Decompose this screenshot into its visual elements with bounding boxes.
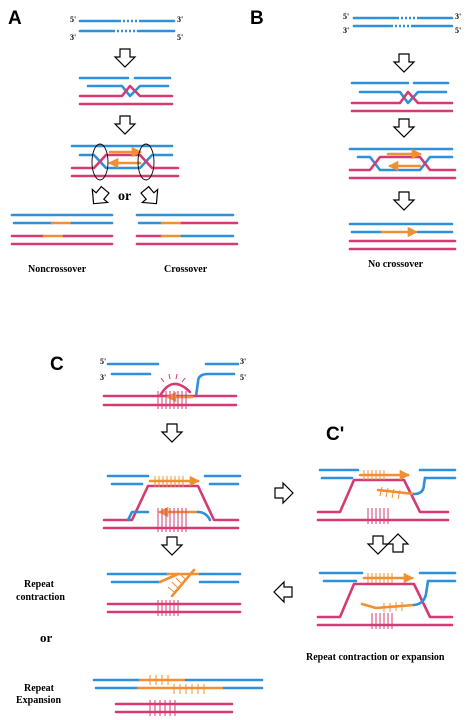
panel-b-label: B	[250, 8, 264, 29]
panel-c-3prime-right: 3'	[240, 357, 246, 366]
panel-a-3prime-bottom: 3'	[70, 33, 76, 42]
panel-b-no-crossover-label: No crossover	[368, 259, 424, 270]
panel-a-crossover-label: Crossover	[164, 264, 208, 275]
panel-c-step-arrow-2	[161, 536, 183, 556]
panel-c-prime-reinvasion	[316, 571, 457, 629]
panel-b-invasion	[350, 81, 454, 113]
panel-b-dsb: 5' 3' 3' 5'	[343, 12, 461, 35]
panel-b: B 5' 3' 3' 5'	[250, 8, 461, 270]
panel-a-double-holliday	[70, 143, 180, 181]
panel-c-prime-slippage	[316, 468, 457, 524]
panel-b-step-arrow-3	[393, 191, 415, 211]
panel-c-step-arrow-1	[161, 423, 183, 443]
panel-c-arrow-right	[274, 482, 294, 504]
panel-b-product	[348, 222, 457, 251]
panel-c-invasion: 5' 3' 3' 5'	[100, 357, 246, 409]
panel-a-label: A	[8, 8, 22, 29]
panel-a-arrow-left	[85, 182, 114, 211]
panel-b-5prime-bottom: 5'	[455, 26, 461, 35]
panel-c-expansion-product	[92, 675, 264, 716]
panel-b-extension	[348, 147, 457, 180]
panel-a-5prime-bottom: 5'	[177, 33, 183, 42]
panel-c-arrow-left	[273, 581, 293, 603]
panel-c-label: C	[50, 354, 64, 375]
panel-b-3prime-bottom: 3'	[343, 26, 349, 35]
panel-a-crossover-product	[135, 213, 239, 246]
panel-c-extension	[102, 474, 242, 532]
panel-c-repeat-expansion-line2: Expansion	[16, 695, 61, 706]
panel-a-noncrossover-product	[10, 213, 114, 246]
panel-c-prime-up-arrow	[387, 533, 409, 553]
panel-c: C 5' 3' 3' 5'	[16, 354, 294, 716]
panel-c-repeat-contraction-line1: Repeat	[24, 579, 55, 590]
panel-c-repeat-contraction-line2: contraction	[16, 592, 65, 603]
panel-a-dsb: 5' 3' 3' 5'	[70, 15, 183, 42]
panel-c-3prime-left: 3'	[100, 373, 106, 382]
panel-c-prime: C'	[306, 424, 457, 663]
panel-a-step-arrow-1	[114, 48, 136, 68]
panel-b-5prime-top: 5'	[343, 12, 349, 21]
panel-a-or: or	[118, 189, 131, 204]
panel-a-5prime-top: 5'	[70, 15, 76, 24]
panel-c-or: or	[40, 630, 53, 645]
panel-c-prime-down-arrow	[367, 535, 389, 555]
panel-c-contraction-product	[106, 568, 242, 616]
panel-a-step-arrow-2	[114, 115, 136, 135]
panel-b-step-arrow-2	[393, 118, 415, 138]
panel-c-5prime-right: 5'	[240, 373, 246, 382]
panel-c-repeat-expansion-line1: Repeat	[24, 683, 55, 694]
panel-c-prime-label: C'	[326, 424, 344, 445]
panel-c-prime-caption: Repeat contraction or expansion	[306, 652, 445, 663]
panel-c-5prime: 5'	[100, 357, 106, 366]
panel-a: A 5' 3' 3' 5'	[8, 8, 239, 275]
panel-a-noncrossover-label: Noncrossover	[28, 264, 87, 275]
panel-a-invasion	[78, 76, 174, 106]
panel-a-arrow-right	[136, 182, 165, 211]
panel-a-3prime-top: 3'	[177, 15, 183, 24]
panel-b-3prime-top: 3'	[455, 12, 461, 21]
panel-b-step-arrow-1	[393, 53, 415, 73]
